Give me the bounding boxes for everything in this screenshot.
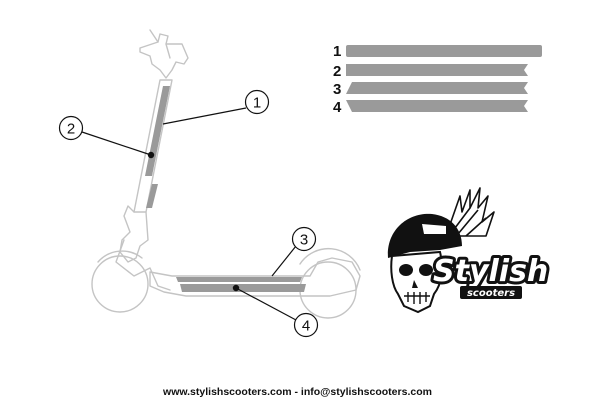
callout-2: 2 — [58, 115, 84, 141]
callout-leaders — [81, 107, 297, 321]
wing-icon — [445, 187, 495, 237]
legend-3-strip — [346, 82, 528, 94]
stylish-logo: Stylish Stylish scooters — [387, 187, 551, 314]
logo-brand-outline: Stylish — [433, 254, 548, 289]
rear-wheel — [299, 261, 357, 319]
leader-2 — [81, 131, 152, 156]
leader-4 — [235, 287, 297, 321]
callout-2-label: 2 — [67, 121, 75, 138]
handlebar-grip — [149, 29, 171, 59]
helmet-icon — [387, 213, 462, 258]
logo-sub-bg — [460, 286, 522, 299]
front-fork — [115, 239, 171, 291]
dot-2 — [147, 151, 155, 159]
column-strip-lower — [146, 184, 158, 208]
footer-contact: www.stylishscooters.com - info@stylishsc… — [163, 386, 432, 398]
legend-2-strip — [346, 64, 528, 76]
legend-4-strip — [346, 100, 528, 112]
callout-1-label: 1 — [253, 95, 261, 112]
callout-3: 3 — [291, 226, 317, 252]
leader-3 — [271, 245, 297, 277]
logo-brand: Stylish — [433, 254, 548, 289]
legend-2-label: 2 — [333, 63, 341, 80]
logo-sub: scooters — [467, 288, 515, 299]
callout-1: 1 — [244, 89, 270, 115]
front-wheel — [91, 255, 149, 313]
front-fender — [97, 250, 143, 263]
helmet-visor — [422, 224, 446, 234]
legend-4-label: 4 — [333, 99, 342, 116]
decal-strips — [145, 86, 306, 292]
rear-fender — [299, 247, 361, 271]
handlebar — [139, 33, 189, 79]
callout-4: 4 — [293, 312, 319, 338]
deck-strip-top — [176, 277, 302, 282]
callout-4-label: 4 — [302, 318, 310, 335]
legend: 1 2 3 4 — [333, 43, 542, 116]
leader-1 — [162, 107, 247, 125]
dot-4 — [232, 284, 240, 292]
legend-1-label: 1 — [333, 43, 341, 60]
column-strip-upper — [145, 86, 170, 176]
deck-strip-side — [180, 284, 306, 292]
legend-3-label: 3 — [333, 81, 341, 98]
legend-1-strip — [346, 45, 542, 57]
scooter-outline — [91, 29, 361, 319]
deck — [149, 257, 361, 297]
callout-3-label: 3 — [300, 232, 308, 249]
skull-icon — [390, 250, 443, 314]
callout-dots — [147, 151, 240, 292]
